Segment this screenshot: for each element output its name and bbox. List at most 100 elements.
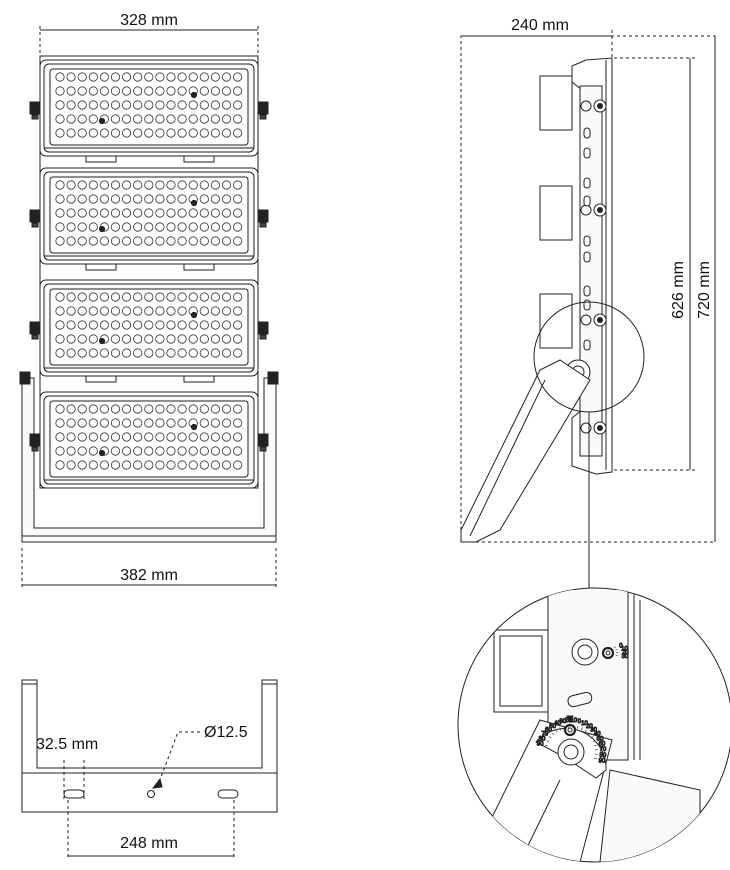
led-lens xyxy=(221,222,232,232)
side-slot xyxy=(583,147,591,159)
led-lens xyxy=(166,128,176,138)
led-lens xyxy=(155,222,165,232)
led-lens xyxy=(77,432,87,442)
led-lens xyxy=(55,208,65,218)
led-lens xyxy=(133,194,143,204)
led-lens xyxy=(221,348,232,358)
led-lens xyxy=(122,114,132,124)
angle-tick xyxy=(576,725,579,729)
led-lens xyxy=(210,404,220,414)
led-lens xyxy=(77,348,87,358)
screw-icon xyxy=(98,449,106,457)
led-lens xyxy=(155,460,165,470)
led-lens xyxy=(122,128,132,138)
detail-heatsink-inner xyxy=(499,635,543,707)
led-lens xyxy=(110,208,121,218)
led-lens xyxy=(55,306,65,316)
led-lens xyxy=(66,72,76,82)
module-connector xyxy=(85,155,117,163)
led-lens xyxy=(177,418,187,428)
led-lens xyxy=(166,460,176,470)
led-lens xyxy=(221,446,232,456)
clamp-foot xyxy=(31,114,39,120)
led-lens xyxy=(88,460,98,470)
led-lens xyxy=(177,114,187,124)
clamp-foot xyxy=(259,114,267,120)
module-clamp-left xyxy=(29,433,41,447)
led-lens xyxy=(155,236,165,246)
led-lens xyxy=(88,404,98,414)
led-lens xyxy=(99,418,110,428)
led-lens xyxy=(199,72,209,82)
side-bolt-core xyxy=(597,207,603,213)
led-lens xyxy=(210,236,220,246)
yoke-bracket xyxy=(21,377,277,543)
led-lens xyxy=(155,432,165,442)
led-lens xyxy=(144,432,154,442)
side-bolt-core xyxy=(597,425,603,431)
side-slot xyxy=(583,251,591,263)
led-lens xyxy=(66,320,76,330)
angle-tick-label: 40 xyxy=(554,721,561,727)
angle-tick xyxy=(555,729,558,733)
screw-icon xyxy=(190,199,198,207)
led-lens xyxy=(155,418,165,428)
led-lens xyxy=(233,128,243,138)
led-lens xyxy=(155,114,165,124)
side-knob xyxy=(580,100,592,112)
led-lens xyxy=(166,194,176,204)
led-lens xyxy=(55,432,65,442)
led-lens xyxy=(144,334,154,344)
led-lens xyxy=(144,460,154,470)
led-lens xyxy=(99,236,110,246)
led-lens xyxy=(199,100,209,110)
detail-upper-bolt xyxy=(601,646,615,660)
led-lens xyxy=(66,86,76,96)
angle-tick xyxy=(615,648,618,651)
led-lens xyxy=(144,320,154,330)
led-lens xyxy=(155,100,165,110)
led-lens xyxy=(99,72,110,82)
led-lens xyxy=(122,446,132,456)
led-lens xyxy=(122,100,132,110)
led-lens xyxy=(221,208,232,218)
led-lens xyxy=(110,418,121,428)
screw-icon xyxy=(190,311,198,319)
led-lens xyxy=(166,100,176,110)
led-lens xyxy=(99,100,110,110)
led-lens xyxy=(155,292,165,302)
led-lens xyxy=(99,128,110,138)
led-lens xyxy=(77,128,87,138)
led-lens xyxy=(155,334,165,344)
led-lens xyxy=(199,128,209,138)
led-lens xyxy=(144,348,154,358)
led-lens xyxy=(88,418,98,428)
led-lens xyxy=(110,128,121,138)
led-lens xyxy=(110,100,121,110)
screw-icon xyxy=(190,91,198,99)
module-clamp-left xyxy=(29,321,41,335)
led-lens xyxy=(77,86,87,96)
led-lens xyxy=(221,320,232,330)
leader-arrow xyxy=(151,777,163,789)
led-lens xyxy=(166,180,176,190)
led-lens xyxy=(177,460,187,470)
led-lens xyxy=(66,292,76,302)
led-lens xyxy=(210,418,220,428)
led-lens xyxy=(110,86,121,96)
angle-tick xyxy=(592,740,596,743)
led-lens xyxy=(66,194,76,204)
led-lens xyxy=(144,208,154,218)
slot-offset-label: 32.5 mm xyxy=(36,736,98,753)
angle-tick-label: 70 xyxy=(600,747,607,753)
width-bottom-label: 382 mm xyxy=(120,567,178,584)
led-lens xyxy=(144,292,154,302)
depth-label: 240 mm xyxy=(511,17,569,34)
slot-right xyxy=(217,789,239,799)
led-lens xyxy=(66,222,76,232)
total-height-label: 720 mm xyxy=(696,261,713,319)
led-lens xyxy=(55,100,65,110)
led-lens xyxy=(199,180,209,190)
support-arm-edge xyxy=(469,379,546,537)
